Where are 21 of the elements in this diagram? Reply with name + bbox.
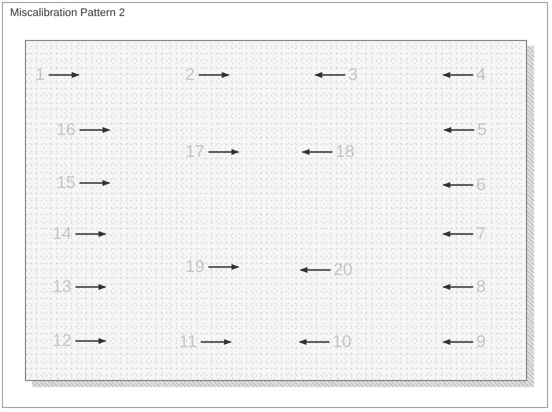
arrow	[198, 72, 230, 78]
arrow	[200, 339, 232, 345]
arrow	[79, 180, 110, 186]
arrow	[48, 72, 80, 78]
arrow	[442, 284, 474, 290]
arrow	[442, 231, 474, 237]
arrow	[75, 231, 106, 237]
arrow	[300, 267, 331, 273]
arrow	[442, 339, 474, 345]
arrow	[314, 72, 346, 78]
arrow	[208, 149, 240, 155]
arrow	[302, 149, 333, 155]
arrow	[442, 72, 474, 78]
arrow	[442, 182, 474, 188]
arrow	[443, 127, 474, 133]
arrow	[208, 264, 240, 270]
arrow	[75, 338, 106, 344]
arrow	[75, 284, 106, 290]
figure-title: Miscalibration Pattern 2	[10, 7, 125, 19]
arrow	[79, 127, 110, 133]
arrow	[298, 339, 330, 345]
